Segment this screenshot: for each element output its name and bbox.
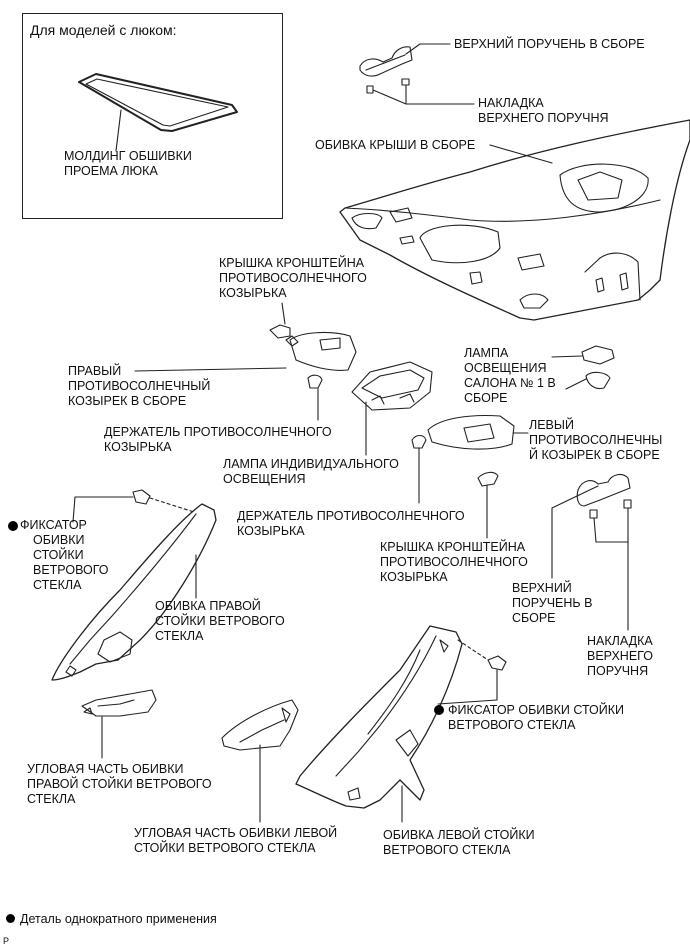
one-time-use-marker-2 [434, 705, 444, 715]
label-corner-piece-r: УГЛОВАЯ ЧАСТЬ ОБИВКИ ПРАВОЙ СТОЙКИ ВЕТРО… [27, 762, 212, 806]
leader-sunroof-molding [115, 109, 122, 152]
leader-visor-bracket-cover-r [281, 302, 286, 325]
pillar-garnish-r-drawing [51, 503, 217, 681]
visor-l-drawing [427, 415, 515, 450]
visor-holder-r-drawing [307, 374, 323, 389]
visor-holder-l-drawing [411, 434, 427, 449]
label-upper-grip-top: ВЕРХНИЙ ПОРУЧЕНЬ В СБОРЕ [454, 37, 645, 51]
visor-bracket-cover-l-drawing [477, 471, 499, 487]
upper-grip-top-drawing [359, 46, 413, 94]
label-roof-headlining: ОБИВКА КРЫШИ В СБОРЕ [315, 138, 476, 152]
leader-visor-r [134, 367, 287, 372]
map-lamp-drawing [351, 361, 433, 411]
leader-pillar-clip-l [437, 669, 498, 705]
room-lamp-drawing [581, 345, 615, 390]
pillar-clip-r-drawing [132, 489, 151, 505]
one-time-use-marker [8, 521, 18, 531]
label-pillar-clip-r: ФИКСАТОР ОБИВКИ СТОЙКИ ВЕТРОВОГО СТЕКЛА [20, 518, 109, 592]
sunroof-inset-box [22, 13, 283, 219]
inset-title: Для моделей с люком: [30, 22, 177, 38]
label-visor-holder-r: ДЕРЖАТЕЛЬ ПРОТИВОСОЛНЕЧНОГО КОЗЫРЬКА [104, 425, 332, 454]
label-pillar-garnish-l: ОБИВКА ЛЕВОЙ СТОЙКИ ВЕТРОВОГО СТЕКЛА [383, 828, 535, 857]
leader-roof-headlining [489, 144, 553, 164]
label-visor-r: ПРАВЫЙ ПРОТИВОСОЛНЕЧНЫЙ КОЗЫРЕК В СБОРЕ [68, 364, 211, 408]
footnote-bullet [6, 914, 15, 923]
label-corner-piece-l: УГЛОВАЯ ЧАСТЬ ОБИВКИ ЛЕВОЙ СТОЙКИ ВЕТРОВ… [134, 826, 338, 855]
leader-grip-cover-right [593, 517, 629, 543]
label-pillar-garnish-r: ОБИВКА ПРАВОЙ СТОЙКИ ВЕТРОВОГО СТЕКЛА [155, 599, 285, 643]
leader-pillar-clip-r [72, 496, 134, 523]
label-grip-cover-top: НАКЛАДКА ВЕРХНЕГО ПОРУЧНЯ [478, 96, 609, 125]
label-room-lamp: ЛАМПА ОСВЕЩЕНИЯ САЛОНА № 1 В СБОРЕ [464, 346, 556, 405]
label-pillar-clip-l: ФИКСАТОР ОБИВКИ СТОЙКИ ВЕТРОВОГО СТЕКЛА [448, 703, 624, 732]
pillar-clip-l-drawing [487, 655, 507, 671]
label-upper-grip-right: ВЕРХНИЙ ПОРУЧЕНЬ В СБОРЕ [512, 581, 593, 625]
label-visor-holder-l: ДЕРЖАТЕЛЬ ПРОТИВОСОЛНЕЧНОГО КОЗЫРЬКА [237, 509, 465, 538]
leader-grip-cover-top [372, 89, 475, 105]
corner-mark: P [3, 936, 10, 946]
label-visor-l: ЛЕВЫЙ ПРОТИВОСОЛНЕЧНЫ Й КОЗЫРЕК В СБОРЕ [529, 418, 663, 462]
footnote: Деталь однократного применения [20, 912, 217, 926]
corner-piece-l-drawing [221, 699, 299, 751]
leader-upper-grip-top [405, 43, 451, 55]
upper-grip-right-drawing [576, 473, 632, 519]
leader-room-lamp [551, 355, 583, 358]
visor-bracket-cover-r-drawing [269, 324, 291, 339]
leader-upper-grip-right [551, 485, 599, 579]
label-sunroof-molding: МОЛДИНГ ОБШИВКИ ПРОЕМА ЛЮКА [64, 149, 192, 178]
pillar-garnish-l-drawing [295, 625, 463, 809]
label-map-lamp: ЛАМПА ИНДИВИДУАЛЬНОГО ОСВЕЩЕНИЯ [223, 457, 399, 486]
label-grip-cover-right: НАКЛАДКА ВЕРХНЕГО ПОРУЧНЯ [587, 634, 653, 678]
label-visor-bracket-cover-r: КРЫШКА КРОНШТЕЙНА ПРОТИВОСОЛНЕЧНОГО КОЗЫ… [219, 256, 367, 300]
sunroof-molding-drawing [78, 73, 238, 132]
visor-r-drawing [285, 331, 357, 371]
corner-piece-r-drawing [81, 689, 157, 717]
label-visor-bracket-cover-l: КРЫШКА КРОНШТЕЙНА ПРОТИВОСОЛНЕЧНОГО КОЗЫ… [380, 540, 528, 584]
